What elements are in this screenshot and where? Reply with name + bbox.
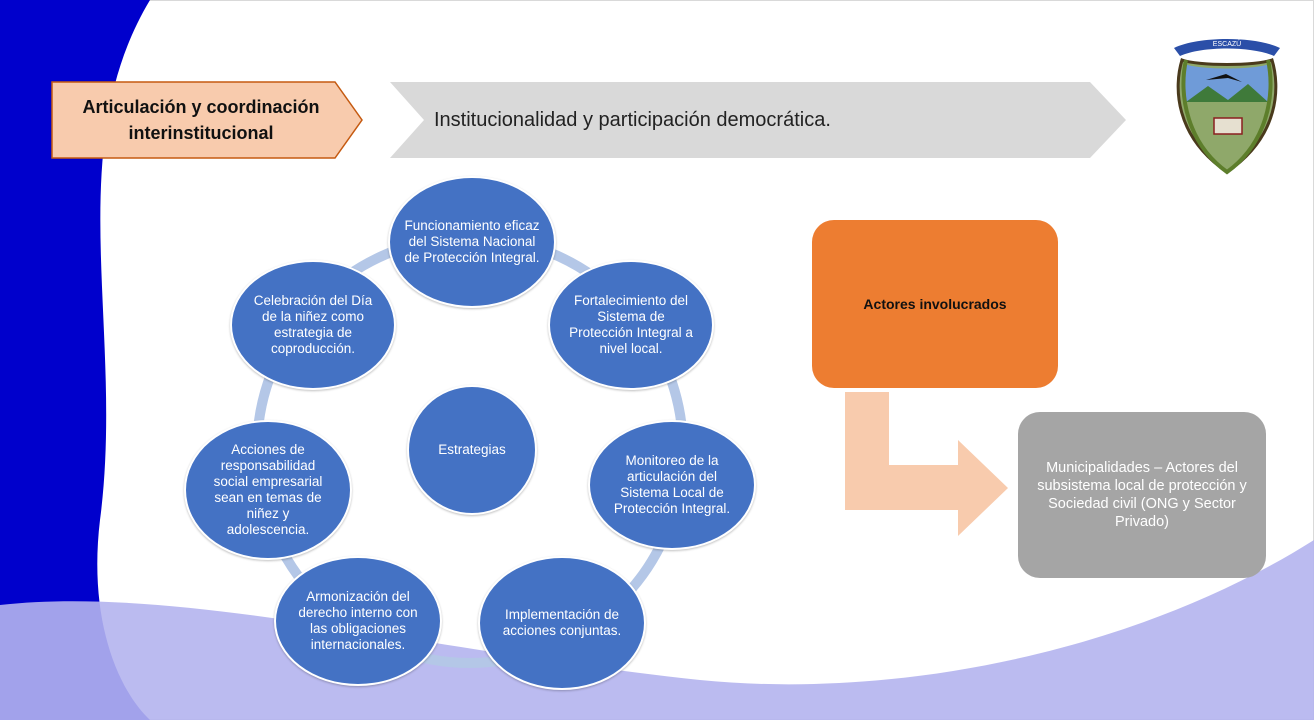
- strategy-node-7: Celebración del Día de la niñez como est…: [230, 260, 396, 390]
- left-blue-band: [0, 0, 150, 720]
- banner-chevron: [390, 82, 1126, 158]
- banner-title: Institucionalidad y participación democr…: [434, 108, 831, 131]
- section-tag-label: Articulación y coordinación interinstitu…: [82, 97, 320, 143]
- node-label: Celebración del Día de la niñez como est…: [253, 293, 373, 356]
- node-label: Implementación de acciones conjuntas.: [502, 607, 622, 638]
- crest-ribbon-text: ESCAZÚ: [1213, 39, 1241, 48]
- municipalities-box: Municipalidades – Actores del subsistema…: [1018, 412, 1266, 578]
- node-label: Acciones de responsabilidad social empre…: [213, 442, 323, 537]
- strategy-node-6: Acciones de responsabilidad social empre…: [184, 420, 352, 560]
- node-label: Funcionamiento eficaz del Sistema Nacion…: [404, 218, 540, 265]
- strategy-node-4: Implementación de acciones conjuntas.: [478, 556, 646, 690]
- actors-title: Actores involucrados: [863, 296, 1007, 312]
- escazu-crest-logo: ESCAZÚ: [1174, 39, 1280, 175]
- municipalities-text: Municipalidades – Actores del subsistema…: [1037, 460, 1247, 530]
- section-tag: Articulación y coordinación interinstitu…: [52, 82, 362, 158]
- node-label: Monitoreo de la articulación del Sistema…: [613, 453, 731, 516]
- node-label: Fortalecimiento del Sistema de Protecció…: [569, 293, 693, 356]
- node-label: Armonización del derecho interno con las…: [298, 589, 418, 652]
- strategy-node-5: Armonización del derecho interno con las…: [274, 556, 442, 686]
- crest-church: [1213, 117, 1243, 135]
- actors-box: Actores involucrados: [812, 220, 1058, 388]
- crest-laurel: [1181, 59, 1273, 175]
- crest-mountains: [1186, 84, 1268, 102]
- bent-arrow: [845, 392, 1008, 536]
- tag-shape: [51, 81, 363, 159]
- strategy-node-1: Funcionamiento eficaz del Sistema Nacion…: [388, 176, 556, 308]
- center-label: Estrategias: [438, 442, 506, 457]
- crest-ribbon: [1174, 39, 1280, 56]
- strategy-node-2: Fortalecimiento del Sistema de Protecció…: [548, 260, 714, 390]
- strategy-center: Estrategias: [407, 385, 537, 515]
- crest-witch: [1206, 74, 1242, 82]
- strategy-node-3: Monitoreo de la articulación del Sistema…: [588, 420, 756, 550]
